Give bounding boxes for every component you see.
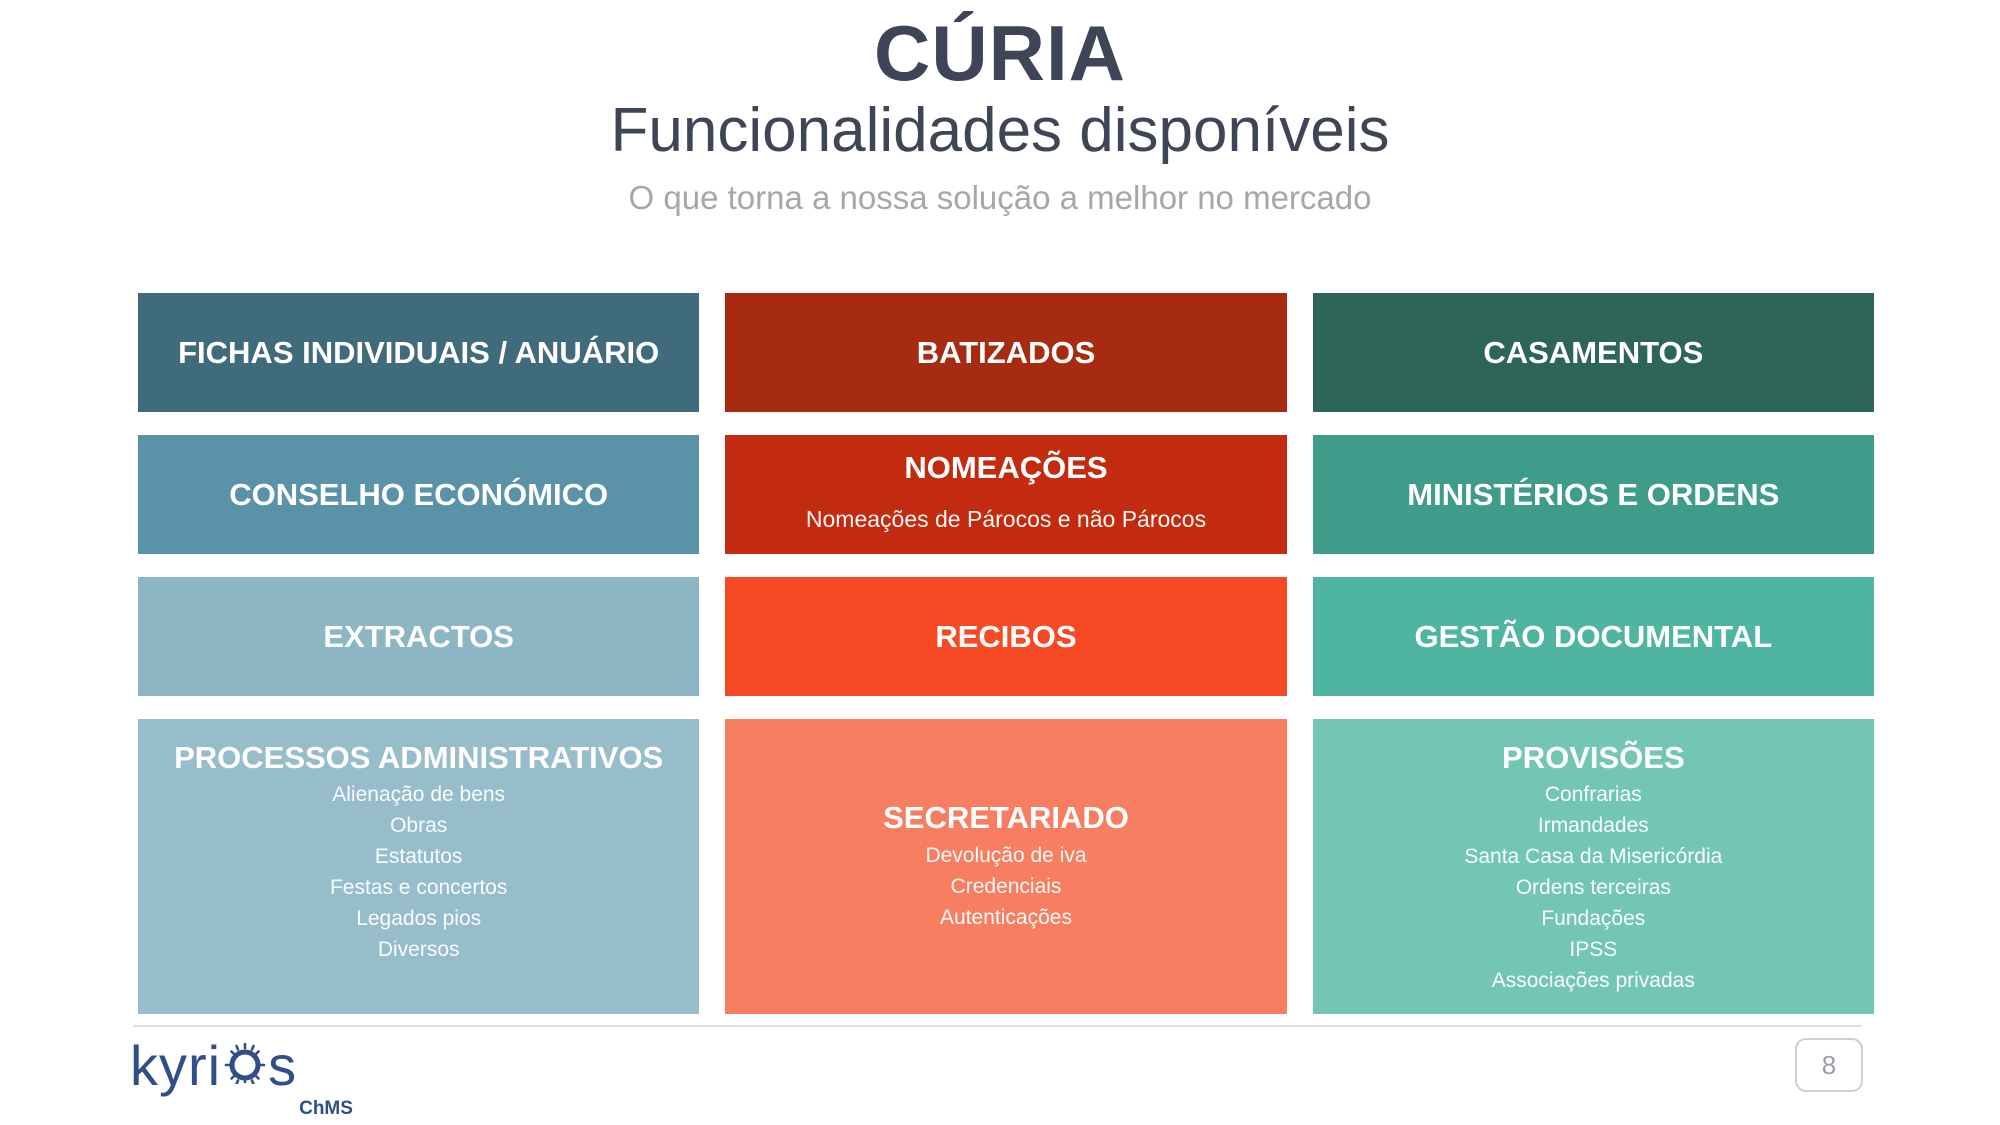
kyrios-logo: kyri [130,1034,353,1120]
page-number: 8 [1821,1049,1837,1080]
page-tagline: O que torna a nossa solução a melhor no … [628,179,1372,217]
list-item: Alienação de bens [332,782,506,806]
list-item: Obras [390,813,448,837]
cell-batizados: BATIZADOS [725,293,1287,412]
cell-gestao-documental: GESTÃO DOCUMENTAL [1312,577,1874,696]
cell-conselho-economico: CONSELHO ECONÓMICO [138,435,700,554]
list-item: Confrarias [1544,782,1642,806]
logo-text-left: kyri [130,1034,222,1097]
slide-header: CÚRIA Funcionalidades disponíveis O que … [0,0,2000,217]
page-title: CÚRIA [874,9,1126,97]
cell-title: NOMEAÇÕES [904,450,1108,485]
list-item: Autenticações [940,905,1072,929]
cell-secretariado: SECRETARIADO Devolução de iva Credenciai… [725,719,1287,1014]
cell-nomeacoes: NOMEAÇÕES Nomeações de Párocos e não Pár… [725,435,1287,554]
list-item: Diversos [377,937,460,961]
cell-extractos: EXTRACTOS [138,577,700,696]
logo-text-right: s [268,1034,298,1097]
cell-title: CONSELHO ECONÓMICO [229,476,609,512]
list-item: Associações privadas [1491,968,1695,992]
cell-title: PROVISÕES [1502,740,1685,775]
cell-title: RECIBOS [935,618,1077,654]
cell-title: SECRETARIADO [883,800,1129,836]
page-number-badge: 8 [1795,1038,1863,1092]
cell-recibos: RECIBOS [725,577,1287,696]
list-item: Devolução de iva [925,843,1087,867]
page-subtitle: Funcionalidades disponíveis [610,96,1390,165]
list-item: Estatutos [374,844,463,868]
cell-casamentos: CASAMENTOS [1312,293,1874,412]
kyrios-logo-text: kyri [130,1034,297,1094]
list-item: Fundações [1541,906,1646,930]
sun-o-icon [223,1034,267,1093]
list-item: Credenciais [950,874,1062,898]
cell-items-list: Confrarias Irmandades Santa Casa da Mise… [1464,779,1722,996]
cell-title: MINISTÉRIOS E ORDENS [1407,476,1780,512]
cell-subtitle: Nomeações de Párocos e não Párocos [805,506,1207,532]
cell-items-list: Devolução de iva Credenciais Autenticaçõ… [925,840,1086,933]
cell-title: GESTÃO DOCUMENTAL [1414,618,1773,654]
cell-title: EXTRACTOS [323,618,514,654]
cell-title: FICHAS INDIVIDUAIS / ANUÁRIO [178,334,660,370]
cell-items-list: Alienação de bens Obras Estatutos Festas… [330,779,507,965]
list-item: Ordens terceiras [1515,875,1671,899]
list-item: Festas e concertos [329,875,508,899]
cell-provisoes: PROVISÕES Confrarias Irmandades Santa Ca… [1312,719,1874,1014]
cell-title: CASAMENTOS [1483,334,1704,370]
cell-processos-administrativos: PROCESSOS ADMINISTRATIVOS Alienação de b… [138,719,700,1014]
cell-title: PROCESSOS ADMINISTRATIVOS [174,740,664,775]
feature-grid: FICHAS INDIVIDUAIS / ANUÁRIO BATIZADOS C… [138,293,1874,1014]
cell-title: BATIZADOS [916,334,1096,370]
logo-chms-label: ChMS [299,1098,353,1119]
list-item: IPSS [1569,937,1618,961]
cell-ministerios-ordens: MINISTÉRIOS E ORDENS [1312,435,1874,554]
list-item: Irmandades [1537,813,1649,837]
footer-divider [133,1025,1862,1027]
list-item: Legados pios [356,906,482,930]
list-item: Santa Casa da Misericórdia [1464,844,1723,868]
cell-fichas-individuais: FICHAS INDIVIDUAIS / ANUÁRIO [138,293,700,412]
